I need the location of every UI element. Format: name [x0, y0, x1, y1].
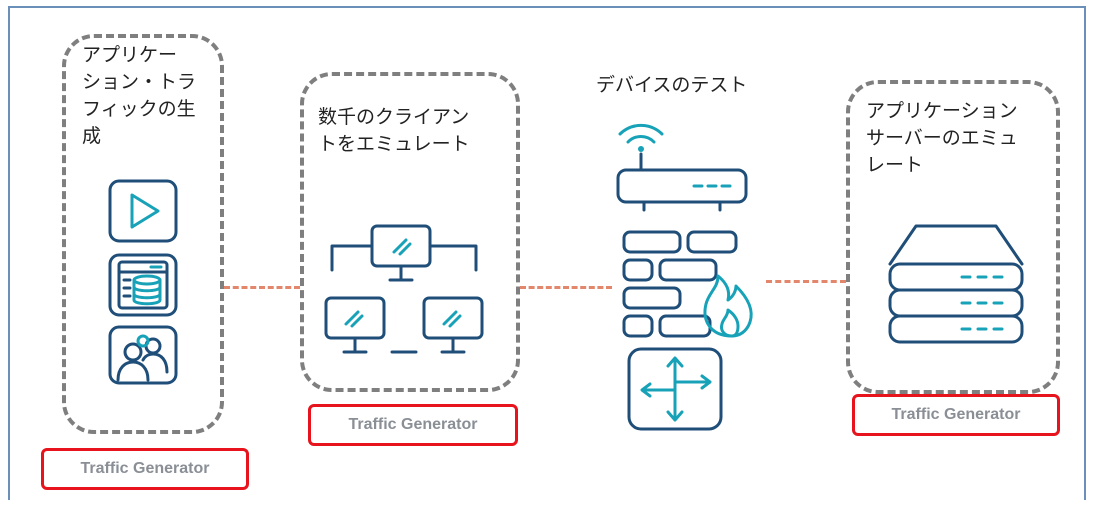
client-network-icon	[324, 224, 484, 354]
server-emulation-title: アプリケーション サーバーのエミュ レート	[866, 100, 1018, 176]
play-icon	[108, 179, 178, 243]
traffic-generation-group	[62, 34, 224, 434]
traffic-generation-title: アプリケー ション・トラ フィックの生 成	[82, 44, 197, 147]
traffic-generator-badge-3: Traffic Generator	[852, 394, 1060, 436]
connector-line	[224, 286, 300, 289]
server-emulation-group	[846, 80, 1060, 394]
web-database-icon	[108, 253, 178, 317]
traffic-generator-badge-2: Traffic Generator	[308, 404, 518, 446]
switch-icon	[627, 347, 723, 431]
clients-group	[300, 72, 520, 392]
wifi-router-icon	[616, 123, 748, 212]
traffic-generator-badge-1: Traffic Generator	[41, 448, 249, 490]
users-icon	[108, 325, 178, 385]
device-test-title: デバイスのテスト	[596, 74, 748, 96]
clients-title: 数千のクライアン トをエミュレート	[318, 106, 470, 155]
connector-line	[520, 286, 612, 289]
server-stack-icon	[888, 224, 1024, 344]
firewall-icon	[622, 230, 753, 338]
diagram-frame	[8, 6, 1086, 500]
connector-line	[766, 280, 846, 283]
